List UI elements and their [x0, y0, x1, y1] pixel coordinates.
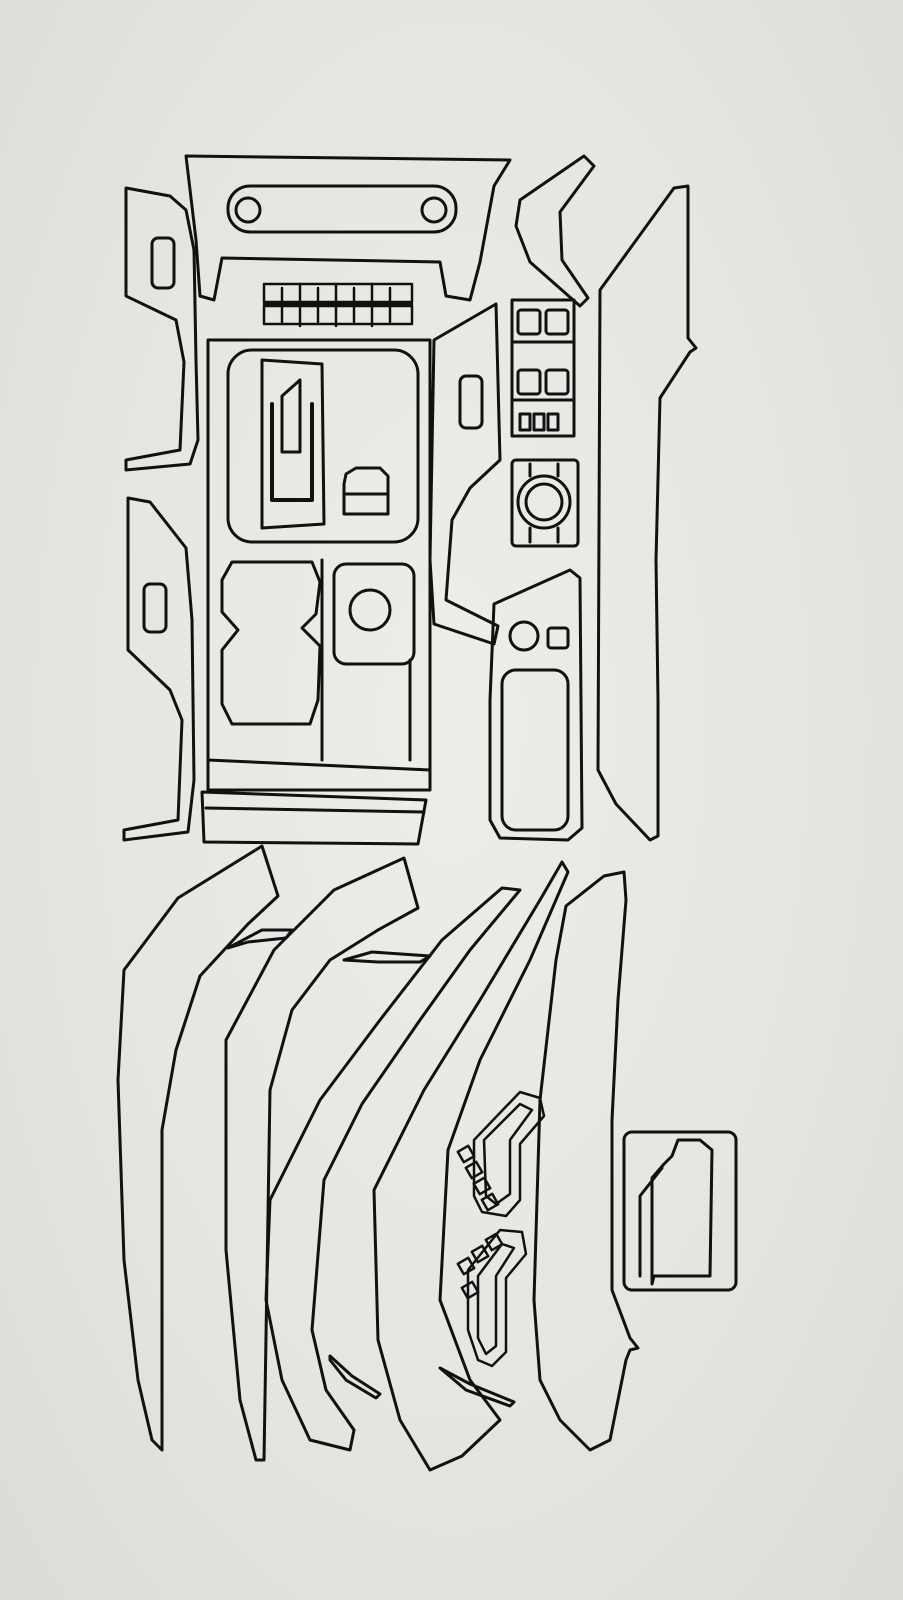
- shifter-slot-outer: [260, 358, 326, 530]
- armrest-front-strip: [200, 790, 428, 846]
- door-trim-strip-5: [532, 870, 640, 1452]
- rear-window-switch-panel: [488, 568, 584, 842]
- top-panel-outline: [184, 154, 512, 302]
- left-dash-side-slot: [150, 236, 176, 290]
- vent-grille: [262, 282, 414, 328]
- center-console-top-panel: [184, 154, 512, 302]
- shifter-slot-detail: [280, 378, 302, 454]
- console-frame: [206, 338, 432, 792]
- door-trim-strip-2: [224, 856, 432, 1462]
- top-panel-slot: [226, 184, 458, 234]
- seat-switch-panel-upper: [456, 1090, 546, 1218]
- left-knee-panel: [122, 496, 196, 842]
- cupholder-panel: [206, 558, 432, 772]
- cupholder-side-panel: [332, 562, 416, 666]
- mirror-control-panel: [510, 458, 580, 548]
- door-trim-strip-3: [264, 886, 522, 1452]
- right-dash-trim-panel: [514, 154, 596, 308]
- left-dash-side-panel: [124, 186, 200, 472]
- long-dash-strip: [596, 184, 698, 842]
- middle-curved-panel: [428, 302, 502, 646]
- front-window-switch-panel: [510, 298, 576, 438]
- left-knee-slot: [142, 582, 168, 634]
- top-panel-left-hole: [234, 196, 262, 224]
- cupholder-outline: [220, 560, 322, 726]
- cupholder-knob: [348, 588, 392, 632]
- door-trim-strip-4: [372, 860, 570, 1472]
- shifter-panel: [226, 348, 420, 544]
- shifter-slot-inner: [270, 402, 314, 502]
- seat-switch-panel-lower: [456, 1228, 528, 1368]
- gear-shifter-surround: [206, 338, 432, 792]
- shifter-button: [342, 466, 390, 516]
- dust-speck: [740, 1344, 745, 1349]
- cupholder-divider: [320, 558, 412, 762]
- middle-panel-slot: [458, 374, 484, 430]
- small-square-panel: [622, 1130, 738, 1292]
- top-panel-right-hole: [420, 196, 448, 224]
